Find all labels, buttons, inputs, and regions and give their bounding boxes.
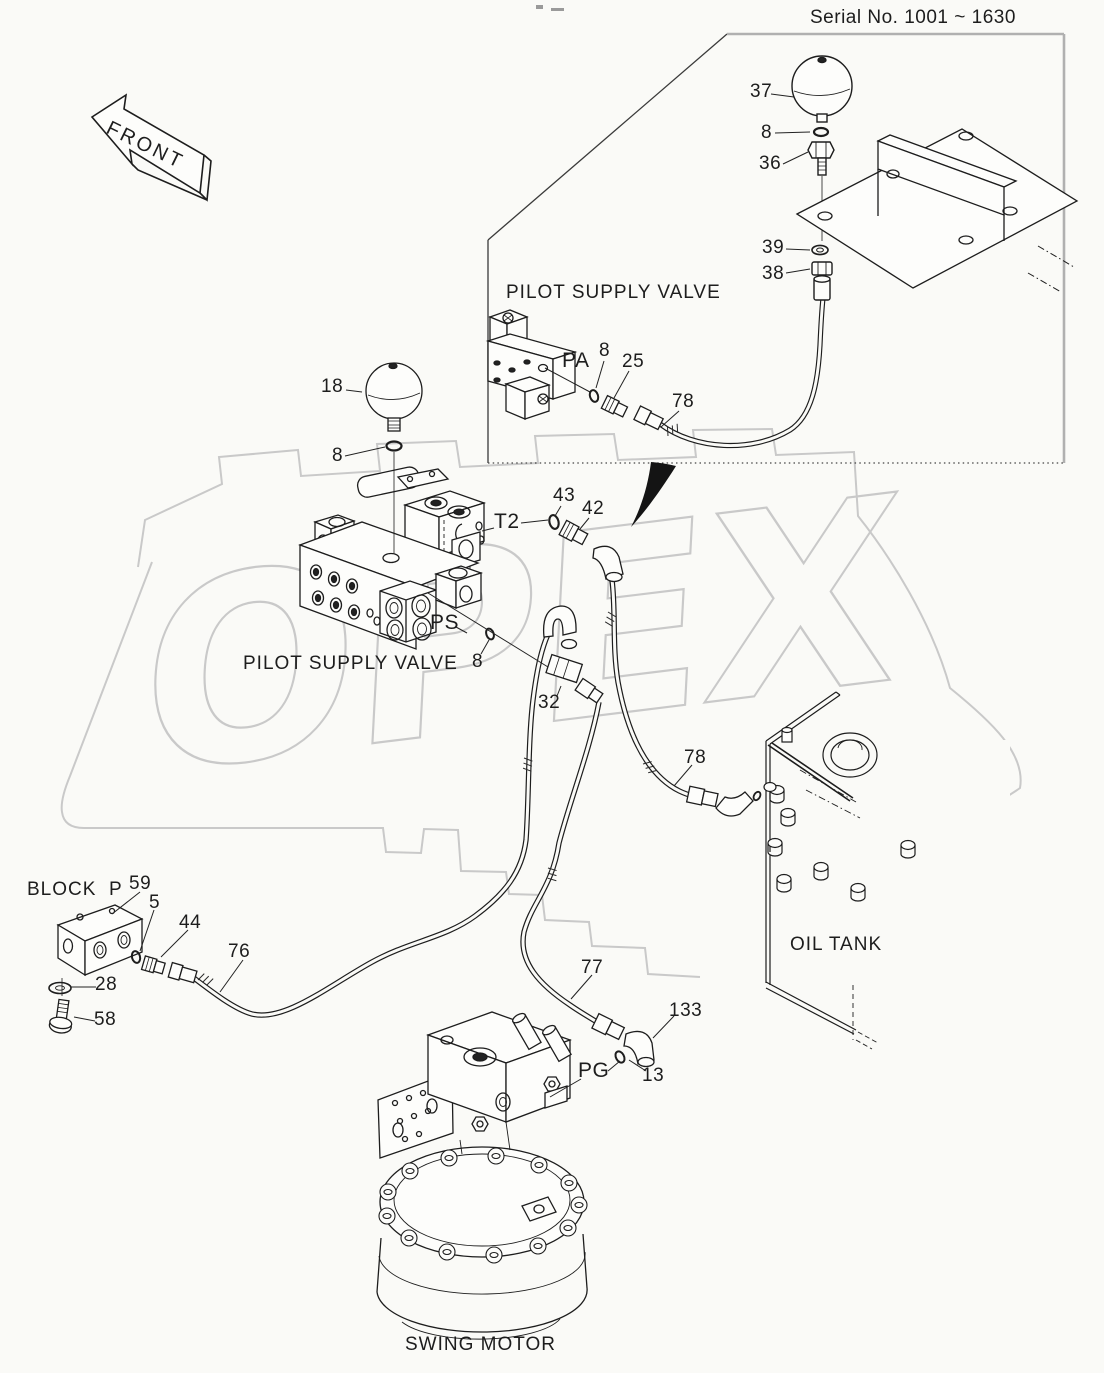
oring-13 (614, 1050, 626, 1064)
inset-bracket (795, 128, 1079, 293)
washer-39 (811, 244, 829, 256)
tee-32-body (545, 653, 584, 684)
washer-28 (48, 981, 72, 995)
hoses (176, 297, 826, 1028)
callout-18: 18 (321, 376, 344, 397)
callout-43: 43 (553, 485, 576, 506)
oil-tank-label: OIL TANK (790, 934, 883, 955)
callout-5: 5 (149, 892, 161, 913)
oring-8-pa (588, 389, 600, 403)
callout-8-18: 8 (332, 445, 344, 466)
leader-lines (71, 93, 811, 1098)
bolt-58 (48, 998, 73, 1034)
accumulator-port-hole (382, 552, 400, 564)
swing-motor-label: SWING MOTOR (405, 1334, 557, 1355)
oring-tank (752, 790, 762, 802)
port-pg-boss (544, 1085, 568, 1109)
callout-36: 36 (759, 153, 782, 174)
elbow-over-tee (542, 605, 577, 638)
hose-end-78-inset (633, 405, 665, 431)
callout-58: 58 (94, 1009, 117, 1030)
port-pa-label: PA (562, 349, 590, 372)
hose-crimp-hatches (197, 423, 679, 986)
port-t2-hole (475, 521, 483, 531)
main-valve-assembly (298, 362, 487, 650)
callout-28: 28 (95, 974, 118, 995)
port-ps-label: PS (430, 611, 460, 634)
swing-motor (376, 1011, 588, 1340)
oring-5 (130, 950, 142, 964)
inset-pilot-supply-valve-label: PILOT SUPPLY VALVE (506, 282, 721, 303)
port-pg-label: PG (578, 1059, 610, 1082)
flange-bolts (378, 1147, 588, 1264)
inset-box-border (487, 32, 1066, 464)
scan-specks (536, 5, 564, 11)
oil-tank (763, 691, 1010, 1050)
block-p (48, 904, 198, 1034)
tee-32-side-fitting (574, 677, 604, 704)
nut-38 (811, 261, 833, 276)
block-p-label: BLOCK P (27, 879, 123, 900)
callout-39: 39 (762, 237, 785, 258)
connector-42 (558, 519, 589, 546)
washer-8-18 (385, 440, 403, 452)
inset-pilot-valve (485, 309, 578, 420)
callout-38: 38 (762, 263, 785, 284)
callout-25: 25 (622, 351, 645, 372)
connector-44 (140, 955, 166, 975)
callout-78-inset: 78 (672, 391, 695, 412)
oring-43 (548, 514, 560, 530)
callout-133: 133 (669, 1000, 703, 1021)
callout-59: 59 (129, 873, 152, 894)
tee-32-assembly (485, 605, 604, 704)
hose-end-76 (167, 961, 198, 984)
serial-note: Serial No. 1001 ~ 1630 (810, 7, 1016, 28)
callout-8-inset: 8 (761, 122, 773, 143)
accumulator-37 (791, 55, 853, 117)
callout-78: 78 (684, 747, 707, 768)
callout-44: 44 (179, 912, 202, 933)
callout-8-pa: 8 (599, 340, 611, 361)
callout-32: 32 (538, 692, 561, 713)
connector-25 (600, 394, 629, 418)
callout-76: 76 (228, 941, 251, 962)
tank-bosses (763, 781, 916, 902)
front-arrow (90, 93, 212, 202)
port-pa-hole (537, 363, 549, 373)
accumulator-18 (365, 362, 423, 420)
inset-washer-nut-hose-end (811, 244, 833, 301)
washer-8-inset (812, 126, 830, 138)
hose77-motor-fittings (591, 1012, 655, 1068)
callout-77: 77 (581, 957, 604, 978)
reference-swoosh (631, 462, 676, 527)
port-t2-label: T2 (494, 510, 520, 533)
inset-pa-fittings (588, 389, 665, 431)
callout-13: 13 (642, 1065, 665, 1086)
hex-bolt (543, 1076, 561, 1092)
hex-bolt (471, 1116, 489, 1132)
t2-fittings (548, 514, 624, 583)
adapter-36 (807, 141, 835, 159)
callout-37: 37 (750, 81, 773, 102)
main-pilot-supply-valve-label: PILOT SUPPLY VALVE (243, 653, 458, 674)
callout-42: 42 (582, 498, 605, 519)
hose78-tank-fittings (685, 785, 762, 817)
callout-8-ps: 8 (472, 651, 484, 672)
